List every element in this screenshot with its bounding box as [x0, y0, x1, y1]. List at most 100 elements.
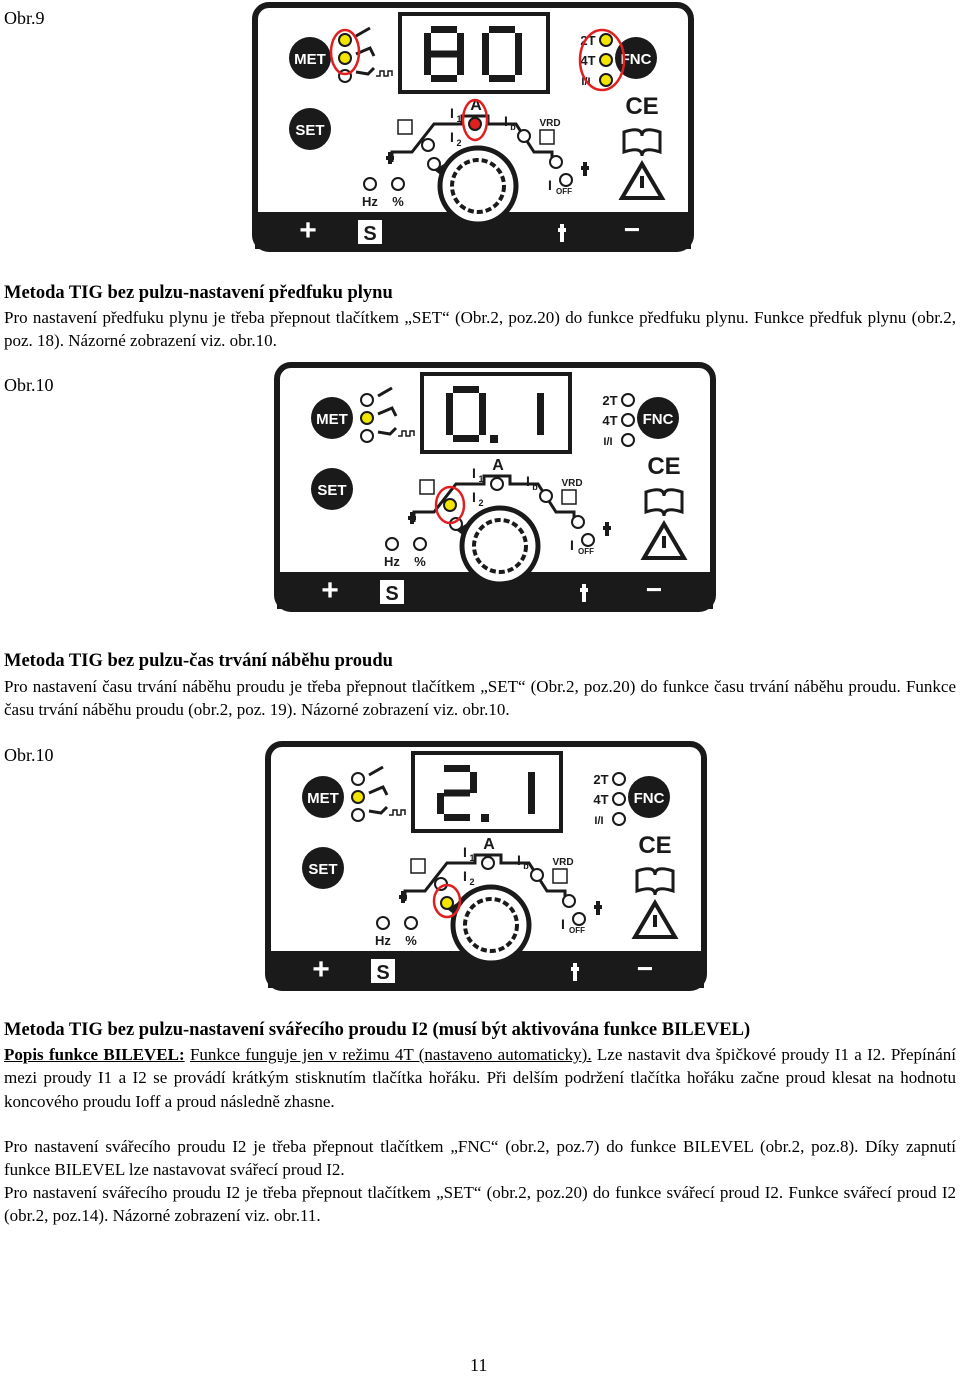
mode-label-bilevel: I/I	[603, 436, 612, 448]
display-segment	[444, 765, 470, 772]
display-segment	[528, 793, 535, 814]
fnc-button	[615, 37, 657, 79]
minus-button: −	[646, 574, 662, 605]
warning-mark	[653, 915, 657, 927]
highlight-ring	[434, 485, 466, 525]
fnc-button	[637, 397, 679, 439]
warning-mark	[640, 176, 644, 188]
vrd-label: VRD	[552, 857, 573, 868]
label-hz: Hz	[375, 933, 391, 948]
label-i1-sub: 1	[456, 114, 461, 124]
minus-button: −	[624, 214, 640, 245]
gas-icon	[410, 858, 426, 874]
met-button	[311, 397, 353, 439]
ce-mark: CE	[647, 453, 680, 480]
display-segment	[489, 26, 515, 33]
function-lamp-downslope	[549, 155, 563, 169]
display-segment	[482, 33, 489, 54]
method-lamp	[351, 772, 365, 786]
label-i2: I	[463, 868, 467, 884]
process-curve	[412, 474, 576, 522]
bilevel-label: Popis funkce BILEVEL:	[4, 1045, 185, 1064]
mode-label-2t: 2T	[593, 772, 608, 787]
display-segment	[444, 789, 470, 797]
plus-button: +	[299, 214, 317, 247]
knob-arrow	[447, 903, 457, 915]
s-icon	[358, 220, 382, 244]
mode-lamp	[599, 73, 613, 87]
function-lamp-preflow	[421, 138, 435, 152]
label-a: A	[483, 836, 495, 853]
s-icon	[371, 959, 395, 983]
mode-label-bilevel: I/I	[594, 815, 603, 827]
section-text: Pro nastavení svářecího proudu I2 je tře…	[4, 1137, 956, 1180]
label-ib: I	[517, 852, 521, 868]
s-label: S	[376, 962, 389, 984]
display-digits	[437, 765, 535, 822]
gas-bottle-icon	[399, 891, 407, 903]
warning-mark	[662, 536, 666, 548]
fnc-button	[628, 776, 670, 818]
fnc-label: FNC	[634, 790, 665, 807]
plus-button: +	[312, 953, 330, 986]
function-lamp-percent	[391, 177, 405, 191]
display-segment	[431, 75, 457, 82]
vrd-icon	[561, 489, 577, 505]
gas-bottle-icon	[581, 162, 589, 176]
ce-mark: CE	[638, 832, 671, 859]
process-curve	[403, 853, 567, 901]
display-segment	[424, 33, 431, 54]
display-frame	[398, 12, 550, 94]
label-percent: %	[392, 194, 404, 209]
method-lamp	[338, 33, 352, 47]
highlight-ring	[432, 883, 462, 919]
torch-icon	[355, 26, 376, 76]
knob-arrow	[456, 524, 466, 536]
label-percent: %	[414, 554, 426, 569]
highlight-ring	[461, 98, 489, 142]
fnc-label: FNC	[621, 51, 652, 68]
method-lamp	[360, 411, 374, 425]
plus-button: +	[321, 574, 339, 607]
function-lamp-preflow	[443, 498, 457, 512]
book-icon	[644, 488, 684, 517]
display-segment	[528, 772, 535, 793]
page-number: 11	[470, 1355, 488, 1375]
mode-lamp	[599, 53, 613, 67]
display-segment	[537, 393, 544, 414]
vrd-icon	[552, 868, 568, 884]
function-lamp-base	[539, 489, 553, 503]
ce-mark: CE	[625, 93, 658, 120]
label-i2-sub: 2	[456, 138, 461, 148]
pulse-icon	[389, 809, 406, 816]
label-hz: Hz	[362, 194, 378, 209]
display-dot	[481, 814, 489, 822]
gas-bottle-icon	[580, 584, 588, 602]
display-segment	[453, 435, 479, 442]
section-text: Pro nastavení předfuku plynu je třeba př…	[4, 308, 956, 351]
vrd-label: VRD	[561, 478, 582, 489]
label-i1: I	[472, 465, 476, 481]
display-segment	[446, 393, 453, 414]
function-lamp-postflow	[572, 912, 586, 926]
label-hz: Hz	[384, 554, 400, 569]
label-ib-sub: b	[510, 122, 516, 132]
gas-bottle-icon	[386, 152, 394, 164]
mode-label-2t: 2T	[602, 393, 617, 408]
method-lamp	[338, 51, 352, 65]
gas-bottle-icon	[571, 963, 579, 981]
figure-caption: Obr.9	[4, 8, 45, 28]
gas-bottle-icon	[594, 901, 602, 915]
function-lamp-base	[530, 868, 544, 882]
warning-icon	[640, 520, 688, 560]
warning-icon	[631, 899, 679, 939]
display-segment	[446, 414, 453, 435]
display-segment	[470, 772, 477, 793]
met-label: MET	[307, 790, 339, 807]
vrd-label: VRD	[539, 118, 560, 129]
torch-icon	[377, 386, 398, 436]
